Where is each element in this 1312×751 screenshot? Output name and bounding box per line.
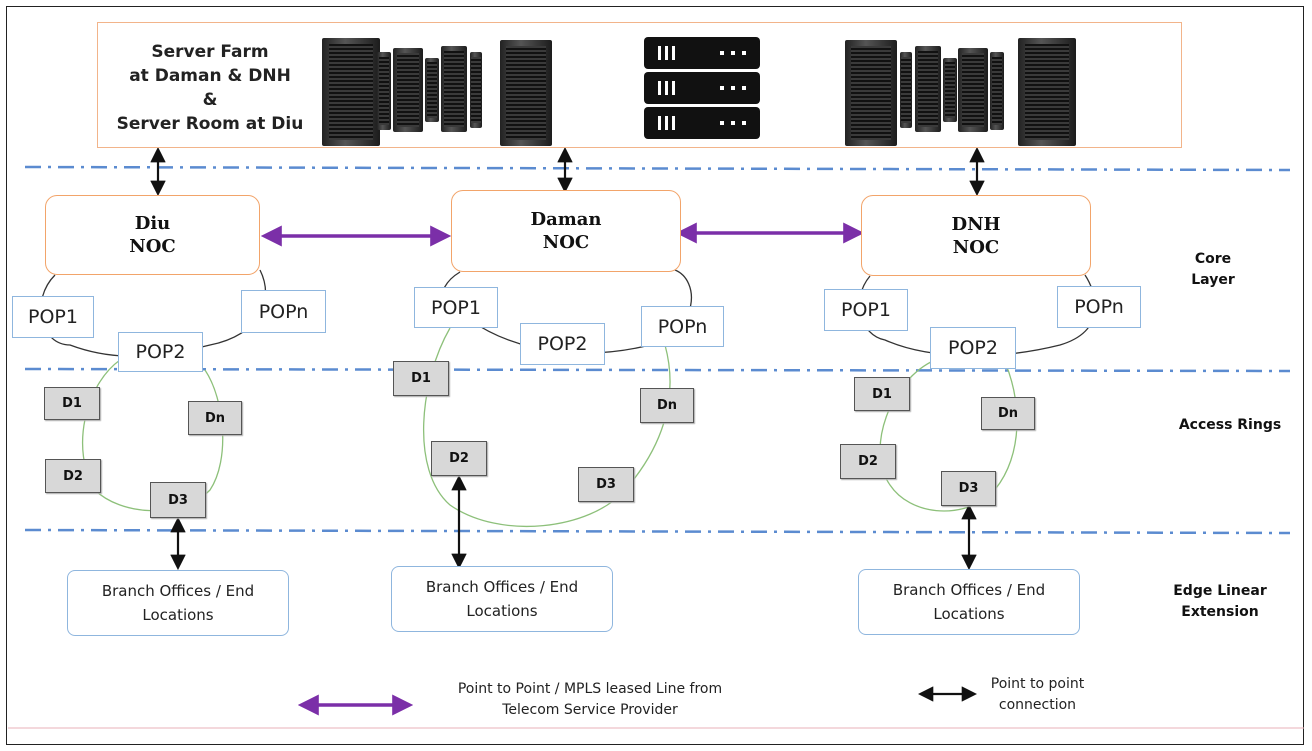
noc-diu: Diu NOC <box>45 195 260 275</box>
district-diu-dn: Dn <box>188 401 242 435</box>
layer-separators <box>24 165 1291 535</box>
district-daman-dn: Dn <box>640 388 694 423</box>
p2p-arrows <box>150 146 985 702</box>
server-farm-label-line: Server Farm <box>151 42 269 62</box>
layer-label-line: Edge Linear <box>1173 583 1267 599</box>
legend-p2p-line: connection <box>998 697 1077 713</box>
pop-daman-popn: POPn <box>641 306 724 347</box>
noc-diu-line2: NOC <box>129 236 176 257</box>
layer-label-line: Extension <box>1181 604 1259 620</box>
pop-diu-pop2: POP2 <box>118 332 203 372</box>
noc-daman-line1: Daman <box>530 209 602 230</box>
legend-p2p-line: Point to point <box>990 676 1085 692</box>
branch-offices-dnh: Branch Offices / End Locations <box>858 569 1080 635</box>
separator-core <box>24 165 1291 172</box>
pop-dnh-popn: POPn <box>1057 286 1141 328</box>
pop-dnh-pop2: POP2 <box>930 327 1016 369</box>
branch-label-line2: Locations <box>933 605 1005 623</box>
noc-dnh-line1: DNH <box>951 213 1001 235</box>
separator-access <box>24 367 1291 373</box>
layer-label-core: Core Layer <box>1175 249 1251 291</box>
district-diu-d2: D2 <box>45 459 101 493</box>
separator-edge <box>24 528 1291 535</box>
district-daman-d3: D3 <box>578 467 634 502</box>
district-daman-d2: D2 <box>431 441 487 476</box>
legend-mpls-line: Telecom Service Provider <box>502 702 678 718</box>
legend-p2p-label: Point to point connection <box>975 674 1100 716</box>
district-dnh-dn: Dn <box>981 397 1035 430</box>
branch-label-line1: Branch Offices / End <box>892 581 1046 599</box>
pop-dnh-pop1: POP1 <box>824 289 908 331</box>
noc-daman: Daman NOC <box>451 190 681 272</box>
district-daman-d1: D1 <box>393 361 449 396</box>
district-dnh-d3: D3 <box>941 471 996 506</box>
access-ring-daman <box>422 327 671 528</box>
district-diu-d3: D3 <box>150 482 206 518</box>
district-dnh-d2: D2 <box>840 444 896 479</box>
branch-label-line2: Locations <box>142 606 214 624</box>
layer-label-line: Layer <box>1191 272 1235 288</box>
layer-label-access: Access Rings <box>1178 417 1282 433</box>
branch-label-line2: Locations <box>466 602 538 620</box>
layer-label-edge: Edge Linear Extension <box>1165 581 1275 623</box>
server-farm-label-line: at Daman & DNH <box>129 66 291 86</box>
pop-daman-pop1: POP1 <box>414 287 498 328</box>
server-farm-label-line: Server Room at Diu <box>116 114 304 134</box>
district-diu-d1: D1 <box>44 387 100 420</box>
branch-offices-daman: Branch Offices / End Locations <box>391 566 613 632</box>
diagram-frame <box>6 6 1304 745</box>
noc-dnh: DNH NOC <box>861 195 1091 276</box>
server-farm-label-line: & <box>202 90 218 110</box>
branch-label-line1: Branch Offices / End <box>101 582 255 600</box>
legend-mpls-line: Point to Point / MPLS leased Line from <box>457 681 723 697</box>
branch-offices-diu: Branch Offices / End Locations <box>67 570 289 636</box>
mpls-arrows <box>260 222 865 716</box>
pop-diu-pop1: POP1 <box>12 296 94 338</box>
noc-daman-line2: NOC <box>542 232 590 253</box>
pop-diu-popn: POPn <box>241 290 326 333</box>
server-farm-label: Server Farm at Daman & DNH & Server Room… <box>110 40 310 136</box>
district-dnh-d1: D1 <box>854 377 910 411</box>
branch-label-line1: Branch Offices / End <box>425 578 579 596</box>
layer-label-line: Core <box>1194 251 1232 267</box>
pop-daman-pop2: POP2 <box>520 323 605 365</box>
access-ring-dnh <box>879 359 1018 512</box>
noc-diu-line1: Diu <box>134 213 171 234</box>
legend-mpls-label: Point to Point / MPLS leased Line from T… <box>420 679 760 721</box>
noc-dnh-line2: NOC <box>952 236 1000 258</box>
